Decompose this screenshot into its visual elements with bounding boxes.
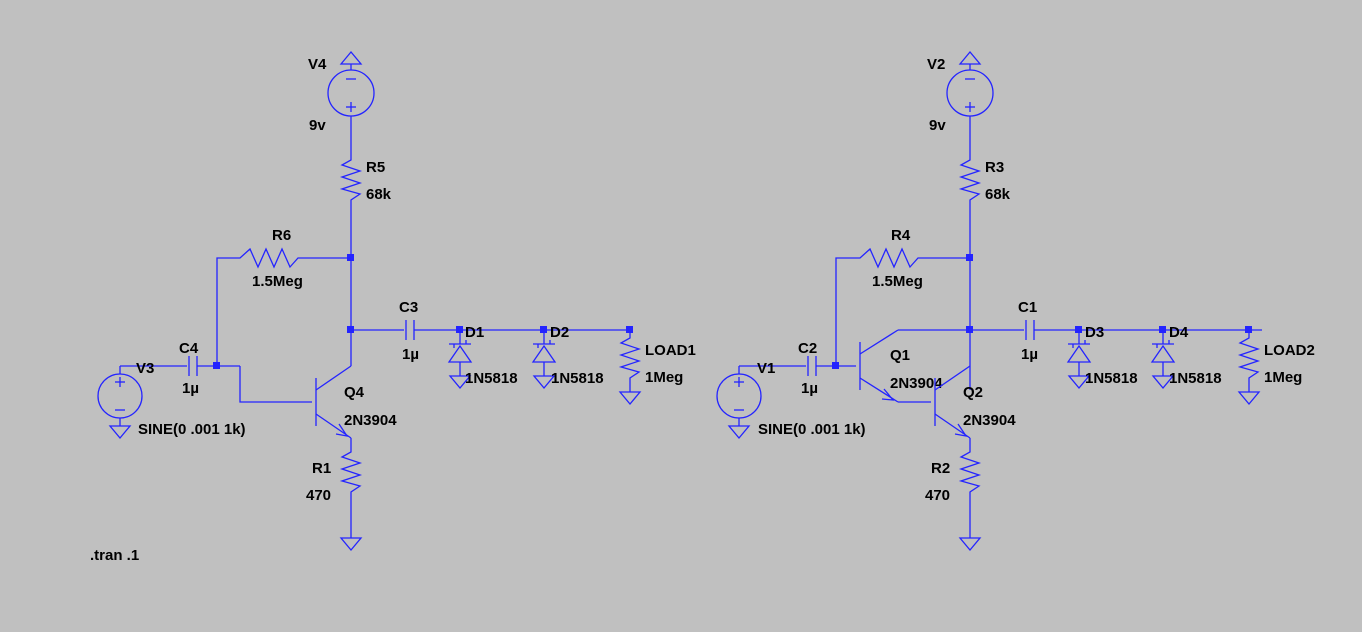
resistor-R2-name: R2 [931, 460, 950, 477]
resistor-R1-value: 470 [306, 487, 331, 504]
resistor-R4-name: R4 [891, 227, 911, 244]
capacitor-C2-value: 1µ [801, 380, 818, 397]
resistor-R6-name: R6 [272, 227, 291, 244]
diode-D2-value: 1N5818 [551, 370, 604, 387]
circuit-left: V4 9v R5 68k R6 1.5Meg C3 1µ [97, 50, 696, 552]
resistor-LOAD2-name: LOAD2 [1264, 342, 1315, 359]
diode-D3[interactable]: D3 1N5818 [1066, 324, 1138, 390]
resistor-R6[interactable]: R6 1.5Meg [216, 227, 351, 366]
capacitor-C3[interactable]: C3 1µ [399, 299, 630, 363]
transistor-Q2[interactable]: Q2 2N3904 [934, 365, 1016, 439]
resistor-LOAD2[interactable]: LOAD2 1Meg [1237, 330, 1315, 406]
resistor-R3-name: R3 [985, 159, 1004, 176]
capacitor-C4-value: 1µ [182, 380, 199, 397]
resistor-LOAD1-name: LOAD1 [645, 342, 696, 359]
supply-V4[interactable]: V4 9v [308, 50, 375, 152]
capacitor-C1-value: 1µ [1021, 346, 1038, 363]
capacitor-C1[interactable]: C1 1µ [1018, 299, 1262, 363]
capacitor-C1-name: C1 [1018, 299, 1037, 316]
diode-D4-value: 1N5818 [1169, 370, 1222, 387]
source-V3-name: V3 [136, 360, 154, 377]
transistor-Q1-value: 2N3904 [890, 375, 943, 392]
diode-D2-name: D2 [550, 324, 569, 341]
transistor-Q2-name: Q2 [963, 384, 983, 401]
base-wire [239, 366, 312, 403]
source-V1-name: V1 [757, 360, 775, 377]
junctions-left [213, 254, 633, 369]
supply-V2-name: V2 [927, 56, 945, 73]
resistor-R5-value: 68k [366, 186, 392, 203]
diode-D3-name: D3 [1085, 324, 1104, 341]
source-V3[interactable]: V3 SINE(0 .001 1k) [97, 360, 246, 440]
resistor-R6-value: 1.5Meg [252, 273, 303, 290]
resistor-LOAD2-value: 1Meg [1264, 369, 1302, 386]
resistor-LOAD1[interactable]: LOAD1 1Meg [618, 330, 696, 406]
diode-D1-value: 1N5818 [465, 370, 518, 387]
transistor-Q4[interactable]: Q4 2N3904 [315, 365, 397, 439]
resistor-R3[interactable]: R3 68k [958, 152, 1011, 258]
diode-D2[interactable]: D2 1N5818 [531, 324, 604, 390]
resistor-R2-value: 470 [925, 487, 950, 504]
spice-directive[interactable]: .tran .1 [90, 547, 139, 564]
supply-V2[interactable]: V2 9v [927, 50, 994, 152]
diode-D4[interactable]: D4 1N5818 [1150, 324, 1222, 390]
transistor-Q1-name: Q1 [890, 347, 910, 364]
transistor-Q1[interactable]: Q1 2N3904 [859, 329, 943, 403]
resistor-R3-value: 68k [985, 186, 1011, 203]
resistor-LOAD1-value: 1Meg [645, 369, 683, 386]
resistor-R5-name: R5 [366, 159, 385, 176]
source-V1[interactable]: V1 SINE(0 .001 1k) [716, 360, 866, 440]
resistor-R1[interactable]: R1 470 [306, 438, 363, 552]
resistor-R4[interactable]: R4 1.5Meg [835, 227, 970, 366]
capacitor-C3-value: 1µ [402, 346, 419, 363]
resistor-R5[interactable]: R5 68k [339, 152, 392, 258]
diode-D4-name: D4 [1169, 324, 1189, 341]
diode-D1-name: D1 [465, 324, 484, 341]
transistor-Q4-value: 2N3904 [344, 412, 397, 429]
source-V3-value: SINE(0 .001 1k) [138, 421, 246, 438]
diode-D3-value: 1N5818 [1085, 370, 1138, 387]
resistor-R1-name: R1 [312, 460, 331, 477]
diode-D1[interactable]: D1 1N5818 [447, 324, 518, 390]
capacitor-C2-name: C2 [798, 340, 817, 357]
resistor-R4-value: 1.5Meg [872, 273, 923, 290]
supply-V2-value: 9v [929, 117, 946, 134]
circuit-right: V2 9v R3 68k R4 1.5Meg C1 1µ [716, 50, 1315, 552]
capacitor-C4-name: C4 [179, 340, 199, 357]
supply-V4-name: V4 [308, 56, 327, 73]
resistor-R2[interactable]: R2 470 [925, 438, 982, 552]
source-V1-value: SINE(0 .001 1k) [758, 421, 866, 438]
supply-V4-value: 9v [309, 117, 326, 134]
capacitor-C3-name: C3 [399, 299, 418, 316]
capacitor-C2[interactable]: C2 1µ [798, 340, 856, 397]
transistor-Q2-value: 2N3904 [963, 412, 1016, 429]
capacitor-C4[interactable]: C4 1µ [179, 340, 240, 397]
transistor-Q4-name: Q4 [344, 384, 365, 401]
junctions-right [832, 254, 1252, 369]
